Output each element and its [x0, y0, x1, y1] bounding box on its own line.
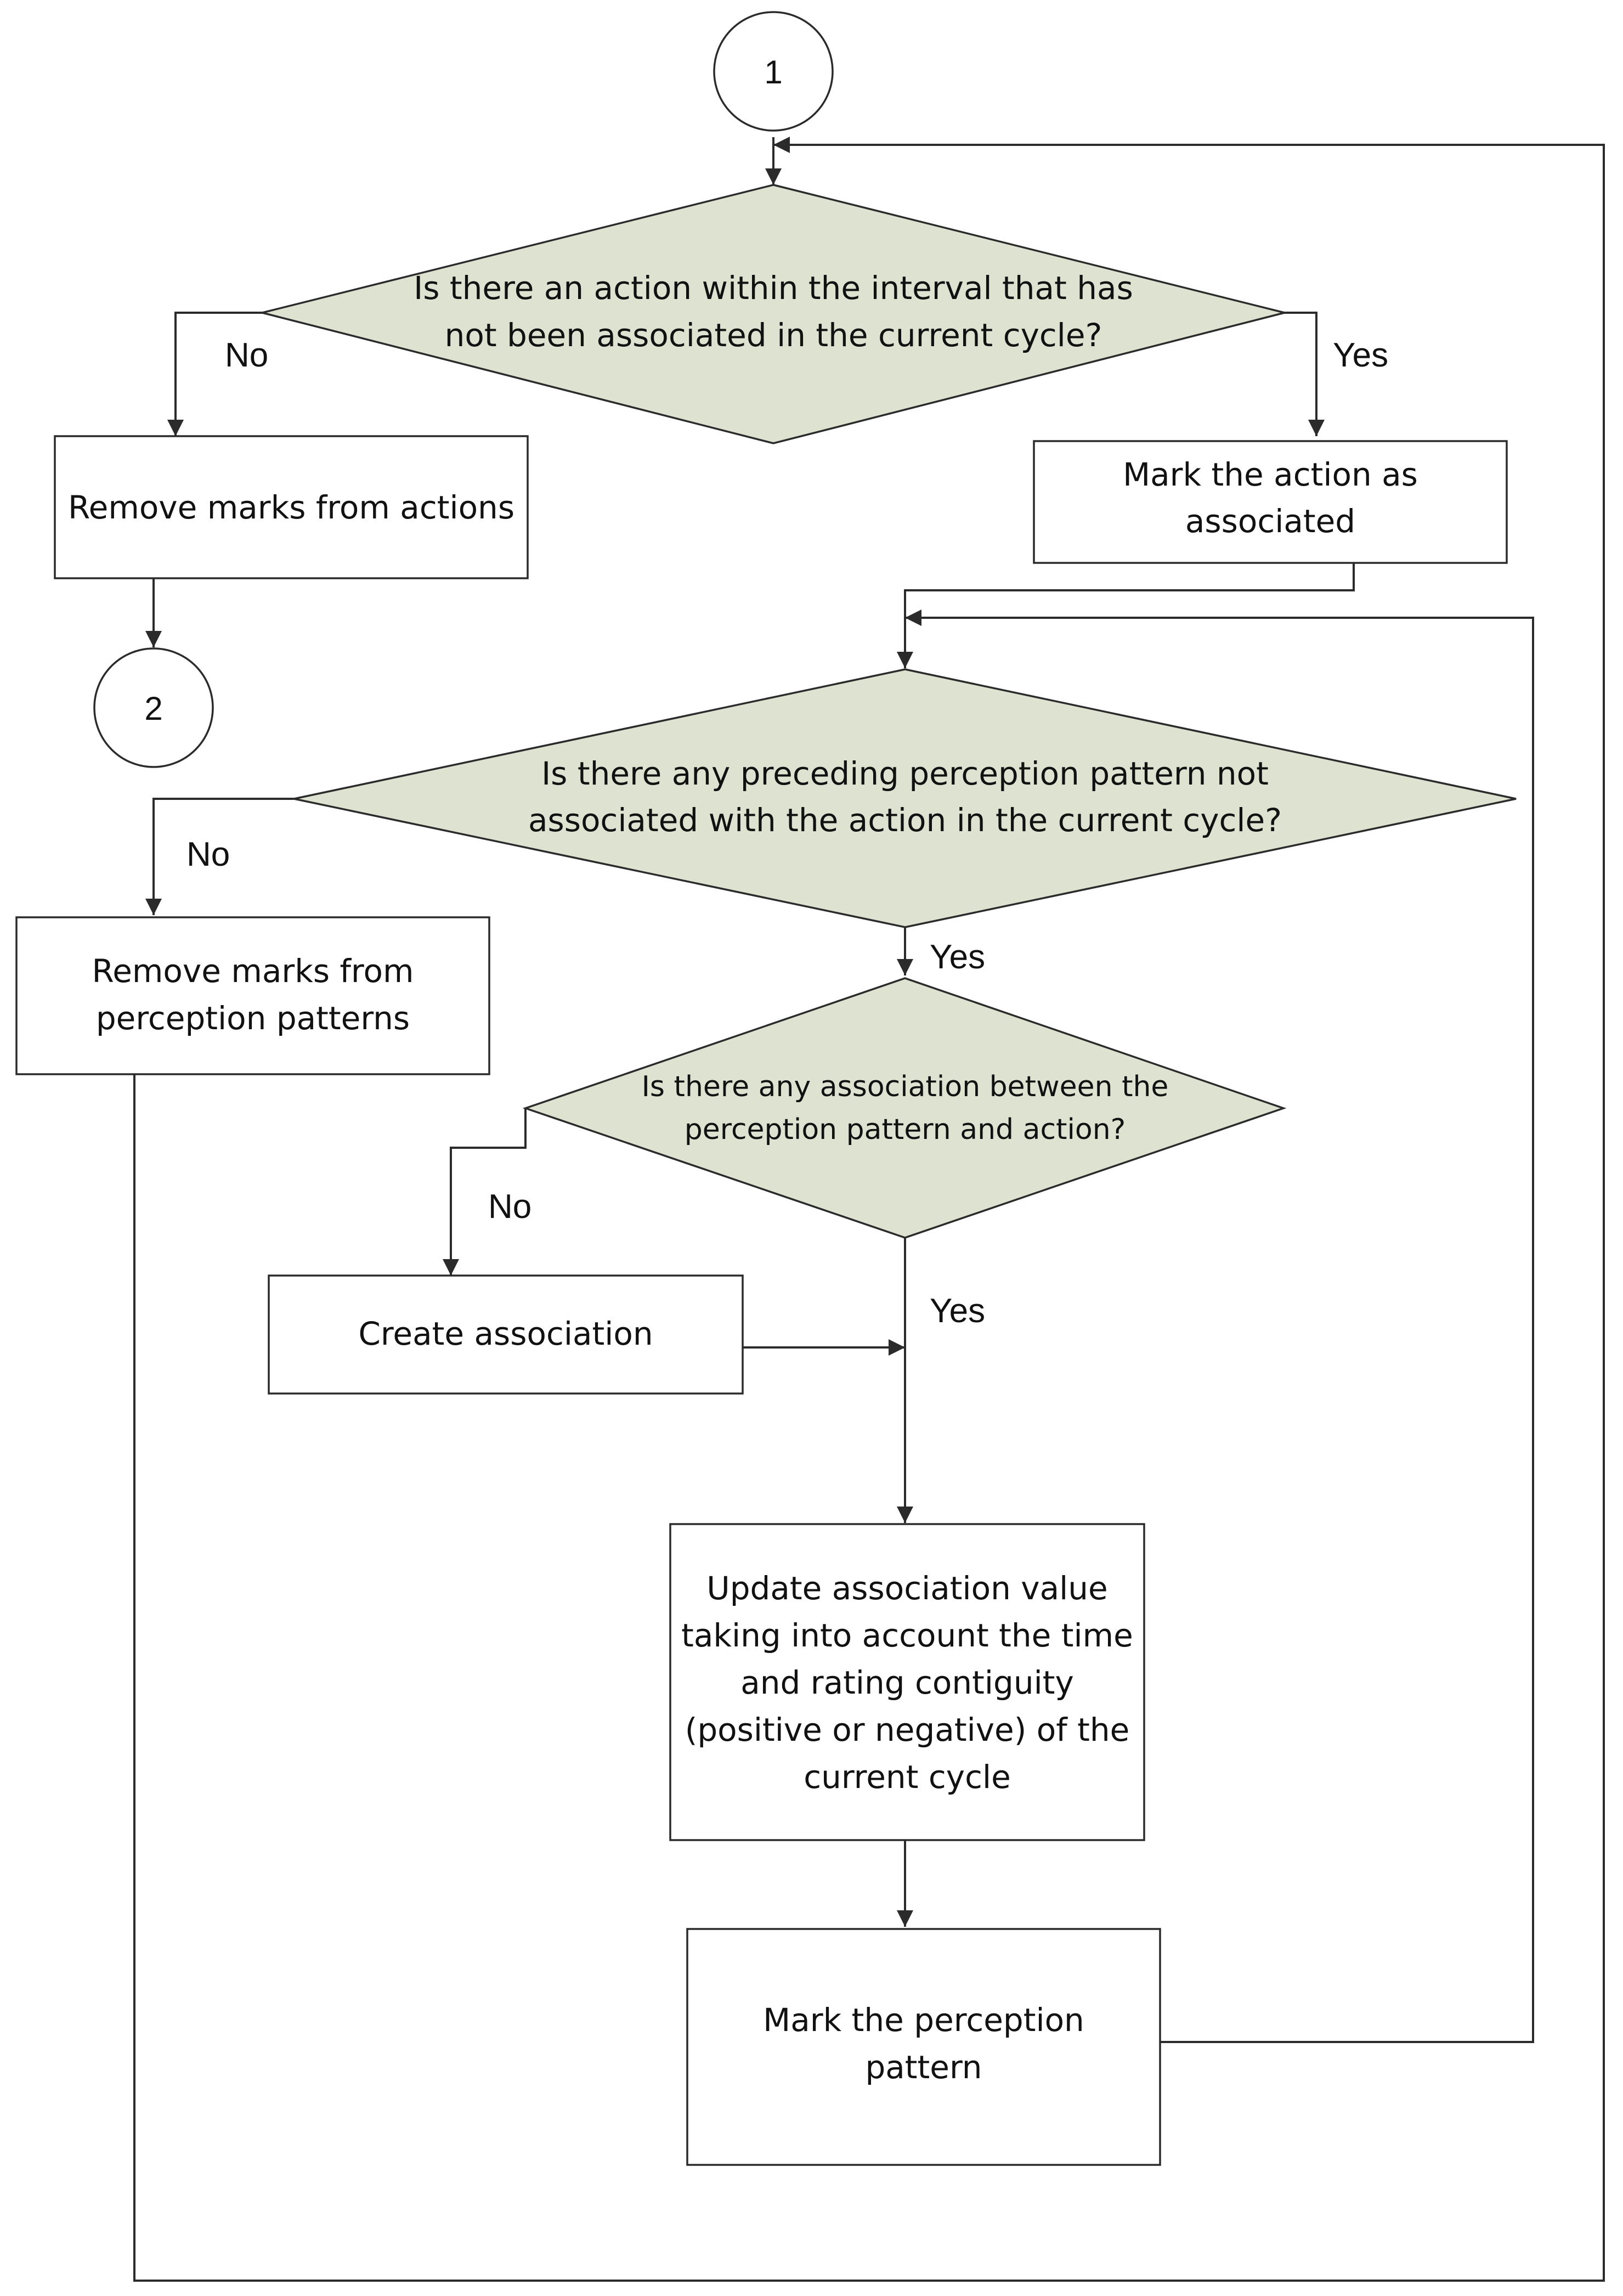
edge-label-yes-1: Yes [1333, 336, 1388, 374]
decision-perception-text-line-1: Is there any preceding perception patter… [541, 755, 1269, 792]
update-association-text-line-5: current cycle [804, 1758, 1011, 1796]
decision-association-exists: Is there any association between the per… [522, 977, 1287, 1239]
edge-decision2-no [145, 798, 294, 915]
decision-action-unassociated: Is there an action within the interval t… [262, 184, 1285, 444]
update-association-text-line-4: (positive or negative) of the [685, 1711, 1130, 1748]
mark-pattern-text-line-1: Mark the perception [763, 2001, 1084, 2039]
mark-action-text-line-2: associated [1185, 503, 1355, 540]
mark-perception-pattern-box: Mark the perception pattern [686, 1928, 1161, 2166]
start-connector-label: 1 [764, 54, 782, 91]
decision-action-text-line-2: not been associated in the current cycle… [445, 317, 1102, 354]
update-association-text-line-2: taking into account the time [681, 1617, 1133, 1654]
end-connector-label: 2 [144, 690, 162, 727]
edge-label-no-1: No [225, 336, 268, 374]
remove-marks-actions-text: Remove marks from actions [68, 489, 514, 526]
edge-decision1-no [167, 312, 262, 436]
end-connector: 2 [93, 647, 214, 768]
edge-label-no-3: No [488, 1188, 531, 1226]
edge-mark-action-to-decision2 [897, 563, 1355, 668]
edge-labels: No Yes No Yes No Yes [186, 336, 1388, 1330]
update-association-text-line-3: and rating contiguity [740, 1664, 1074, 1701]
mark-pattern-text-line-2: pattern [865, 2049, 982, 2086]
edge-label-yes-2: Yes [930, 938, 985, 976]
start-connector: 1 [713, 11, 834, 132]
decision-association-text-line-1: Is there any association between the [642, 1070, 1169, 1103]
remove-marks-patterns-text-line-2: perception patterns [96, 1000, 410, 1037]
update-association-box: Update association value taking into acc… [669, 1523, 1145, 1841]
decision-perception-text-line-2: associated with the action in the curren… [528, 802, 1282, 839]
edges [133, 137, 1605, 2282]
decision-preceding-perception-pattern: Is there any preceding perception patter… [293, 668, 1517, 928]
create-association-box: Create association [268, 1274, 744, 1395]
remove-marks-from-actions-box: Remove marks from actions [54, 435, 529, 579]
edge-label-yes-3: Yes [930, 1292, 985, 1330]
decision-action-text-line-1: Is there an action within the interval t… [414, 269, 1133, 307]
mark-action-associated-box: Mark the action as associated [1033, 440, 1508, 564]
create-association-text: Create association [358, 1315, 653, 1352]
edge-decision3-no [443, 1108, 527, 1276]
edge-decision1-yes [1283, 312, 1325, 436]
update-association-text-line-1: Update association value [706, 1570, 1107, 1607]
edge-label-no-2: No [186, 836, 230, 873]
remove-marks-from-patterns-box: Remove marks from perception patterns [15, 916, 490, 1075]
edge-mark-pattern-loop [905, 610, 1534, 2043]
mark-action-text-line-1: Mark the action as [1123, 456, 1418, 493]
remove-marks-patterns-text-line-1: Remove marks from [92, 952, 414, 990]
edge-loop-to-top [133, 137, 1605, 2282]
decision-association-text-line-2: perception pattern and action? [685, 1113, 1126, 1146]
